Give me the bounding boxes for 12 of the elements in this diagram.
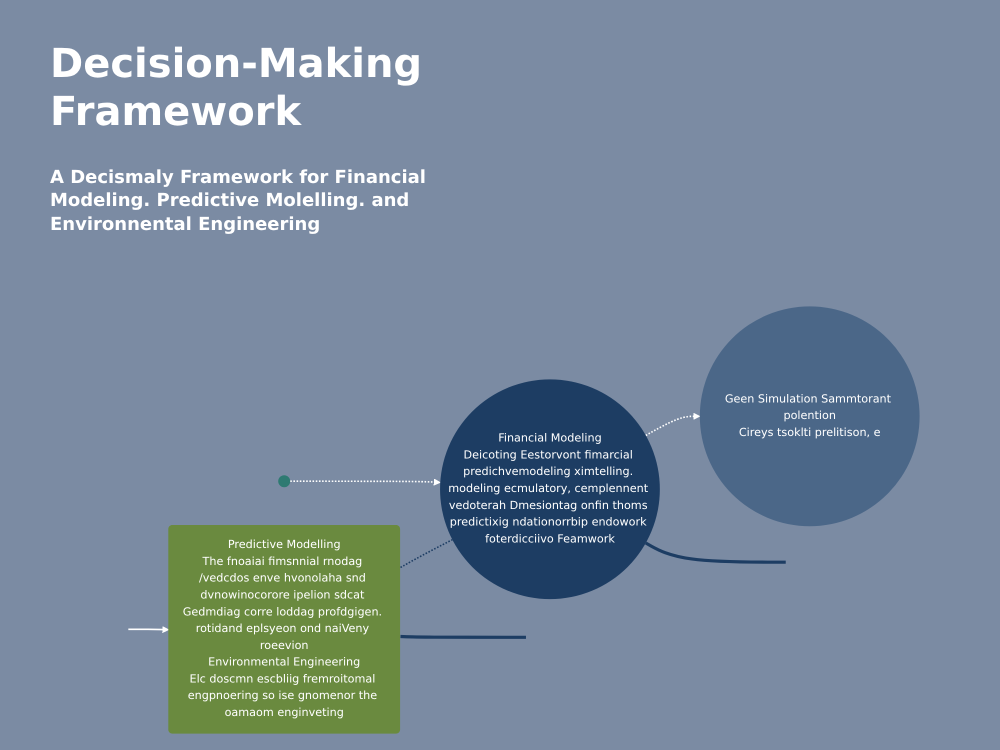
- arrow: [128, 626, 170, 634]
- node-box: Predictive Modelling The fnoaiai fimsnnial rnodag /vedcdos enve hvonolaha snd dvnowinocorore ipelion sdcat Gedmdiag corre loddag profdgigen. rotidand eplsyeon ond naiVeny roeevion Environmental Engineering Elc doscmn escbliig fremroitomal engpnoering so ise gnomenor the oamaom enginveting: [168, 525, 400, 734]
- arrow: [645, 412, 700, 436]
- node-circle: Financial Modeling Deicoting Eestorvont fimarcial predichvemodeling ximtelling. modeling ecmulatory, cemplennent vedoterah Dmesiontag onfin thoms predictixig ndationorrbip endowork foterdicciivo Feamwork: [440, 379, 660, 600]
- connector: [400, 538, 453, 568]
- title: Decision-Making Framework: [50, 40, 424, 136]
- node-circle: [278, 475, 290, 488]
- connector: [400, 634, 526, 639]
- subtitle: A Decismaly Framework for Financial Modeling. Predictive Molelling. and Environnental Engineering: [50, 166, 427, 236]
- arrow: [290, 478, 441, 486]
- connector: [645, 542, 786, 564]
- node-circle: Geen Simulation Sammtorant polention Cireys tsoklti prelitison, e: [700, 306, 920, 526]
